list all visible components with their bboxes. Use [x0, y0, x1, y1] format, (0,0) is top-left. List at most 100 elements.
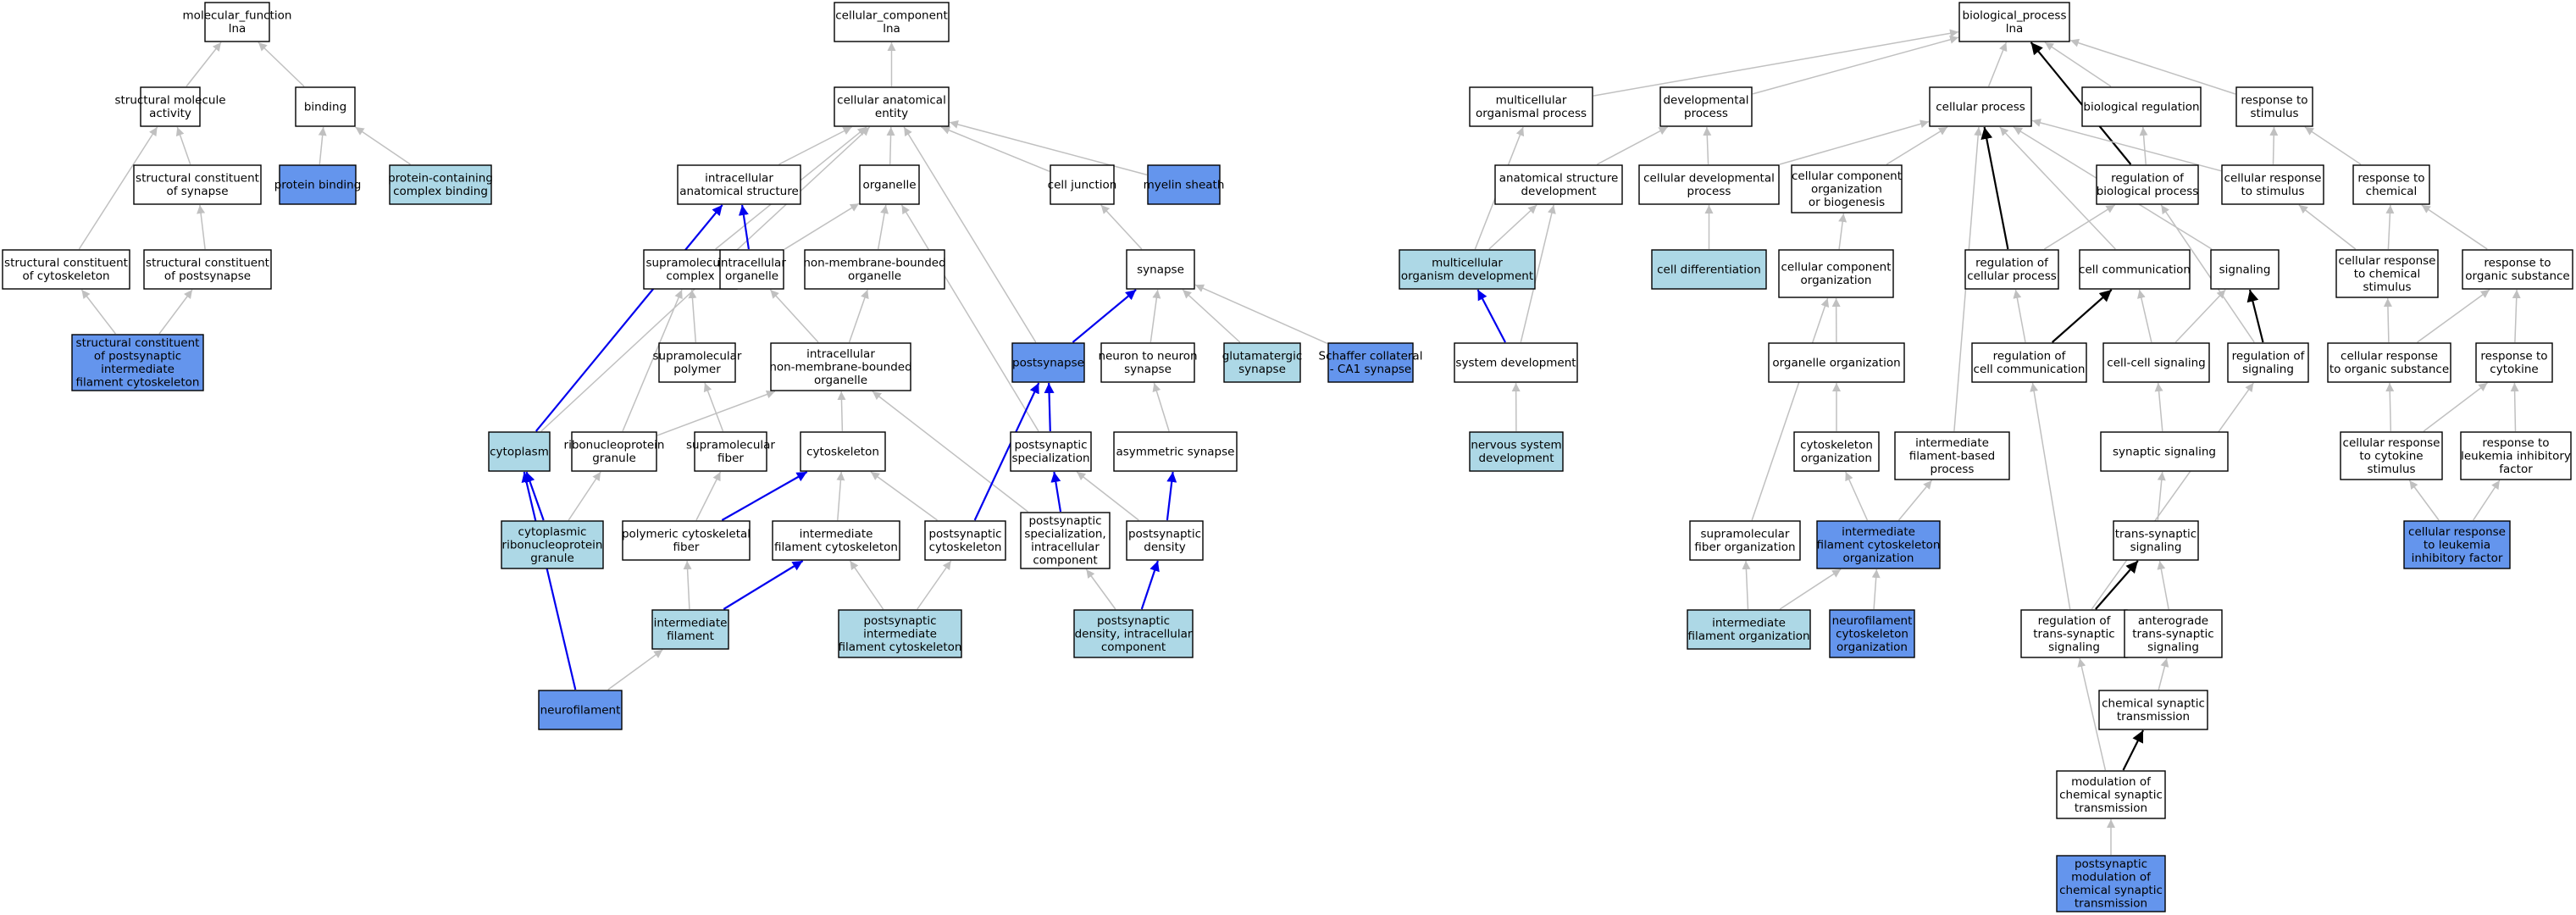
- term-node-cellcomm[interactable]: cell communication: [2079, 249, 2191, 290]
- term-box: [389, 164, 492, 205]
- term-label-line: intermediate: [101, 363, 175, 376]
- term-label-line: density, intracellular: [1075, 627, 1193, 640]
- term-node-asymsyn[interactable]: asymmetric synapse: [1113, 431, 1238, 472]
- term-label-line: polymeric cytoskeletal: [622, 528, 751, 541]
- term-node-protbind[interactable]: protein binding: [274, 164, 362, 205]
- term-node-cytoplasm[interactable]: cytoplasm: [488, 431, 551, 472]
- term-node-celljunction[interactable]: cell junction: [1048, 164, 1117, 205]
- term-node-ccsig[interactable]: cell-cell signaling: [2102, 342, 2210, 383]
- term-label-line: to cytokine: [2359, 449, 2423, 463]
- term-node-orgorg[interactable]: organelle organization: [1768, 342, 1905, 383]
- edge-is-a-bioreg-to-bp: [2044, 42, 2112, 87]
- term-node-myelin[interactable]: myelin sheath: [1144, 164, 1225, 205]
- term-label-line: intracellular: [1031, 541, 1100, 554]
- term-node-cellproc[interactable]: cellular process: [1929, 86, 2032, 127]
- term-node-sysdev[interactable]: system development: [1454, 342, 1578, 383]
- term-node-binding[interactable]: binding: [295, 86, 356, 127]
- term-box: [204, 2, 270, 42]
- term-node-neurofil[interactable]: neurofilament: [538, 690, 623, 730]
- term-node-inmbo[interactable]: intracellularnon-membrane-boundedorganel…: [769, 342, 912, 391]
- edge-regulates-rcc-to-cellcomm: [2051, 289, 2113, 343]
- term-node-signaling[interactable]: signaling: [2210, 249, 2280, 290]
- term-node-schaffer[interactable]: Schaffer collateral- CA1 synapse: [1319, 342, 1423, 383]
- term-box: [2098, 690, 2208, 730]
- term-node-organelle[interactable]: organelle: [859, 164, 920, 205]
- term-label-line: factor: [2499, 463, 2533, 476]
- term-label-line: of synapse: [166, 185, 228, 198]
- edge-is-a-synsig-to-ccsig: [2154, 382, 2163, 432]
- term-node-pssic[interactable]: postsynapticspecialization,intracellular…: [1020, 512, 1111, 569]
- term-node-postsynapse[interactable]: postsynapse: [1011, 342, 1085, 383]
- term-node-synapse[interactable]: synapse: [1126, 249, 1195, 290]
- term-node-celldiff[interactable]: cell differentiation: [1651, 249, 1767, 290]
- term-node-cytoskel[interactable]: cytoskeleton: [800, 431, 886, 472]
- term-node-synsig[interactable]: synaptic signaling: [2100, 431, 2229, 472]
- term-label-line: filament cytoskeleton: [1817, 538, 1941, 552]
- term-node-bioreg[interactable]: biological regulation: [2081, 86, 2202, 127]
- edge-is-a-schaffer-to-synapse: [1194, 284, 1328, 345]
- term-box: [2340, 431, 2443, 480]
